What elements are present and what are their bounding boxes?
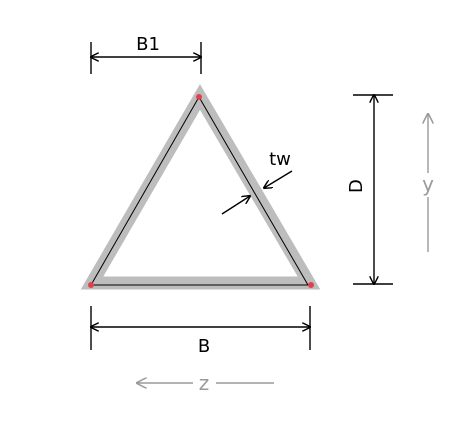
tw-label: tw xyxy=(269,149,291,170)
z-axis-label: z xyxy=(199,371,210,395)
d-label: D xyxy=(346,179,367,193)
y-axis-label: y xyxy=(422,172,434,196)
triangle-centerline xyxy=(90,95,309,286)
vertex-point-left xyxy=(88,282,94,288)
y-axis-indicator: y xyxy=(422,114,434,252)
d-dimension: D xyxy=(346,95,393,284)
b1-label: B1 xyxy=(136,34,160,55)
b-label: B xyxy=(198,336,210,357)
vertex-point-right xyxy=(308,282,314,288)
z-axis-indicator: z xyxy=(137,371,274,395)
tw-dimension: tw xyxy=(221,149,293,215)
triangle-section-wall xyxy=(80,84,321,290)
vertex-point-top xyxy=(196,94,202,100)
b-dimension: B xyxy=(91,306,310,357)
b1-dimension: B1 xyxy=(91,34,201,74)
